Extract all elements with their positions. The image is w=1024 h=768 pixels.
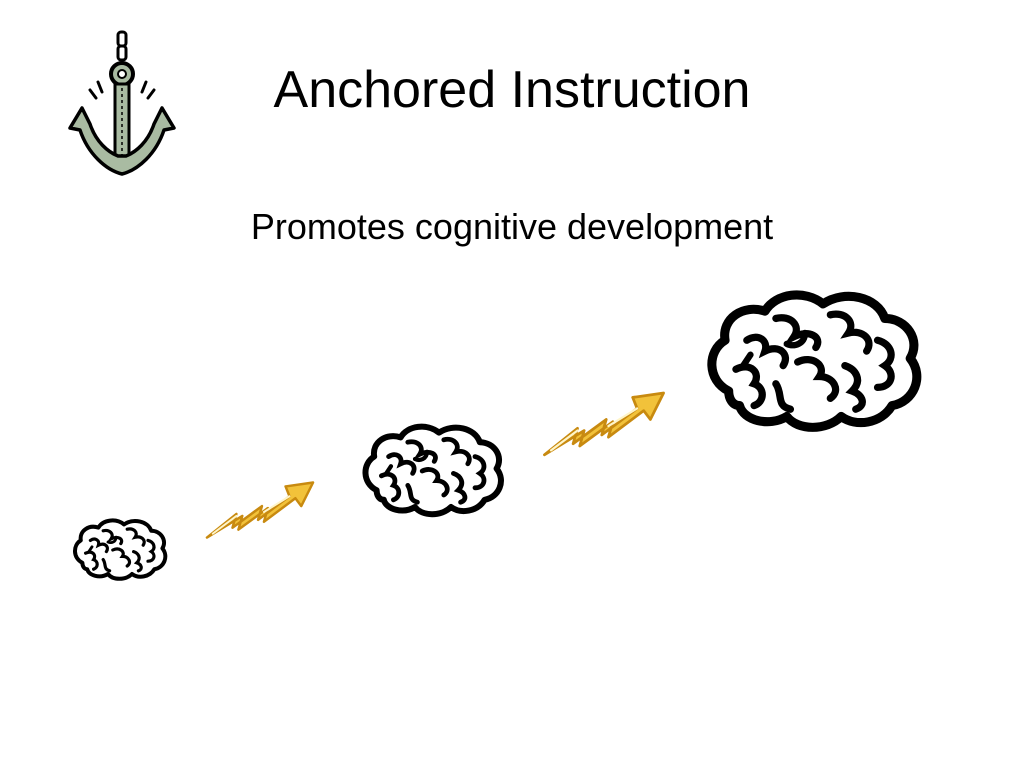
lightning-arrow-icon-1 xyxy=(205,481,315,539)
lightning-arrow-icon-2 xyxy=(543,391,665,457)
slide-subtitle: Promotes cognitive development xyxy=(250,206,774,247)
brain-large-icon xyxy=(696,278,932,446)
anchor-icon xyxy=(68,30,176,176)
brain-small-icon xyxy=(72,518,168,581)
slide-title: Anchored Instruction xyxy=(273,61,751,119)
brain-medium-icon xyxy=(355,416,511,526)
